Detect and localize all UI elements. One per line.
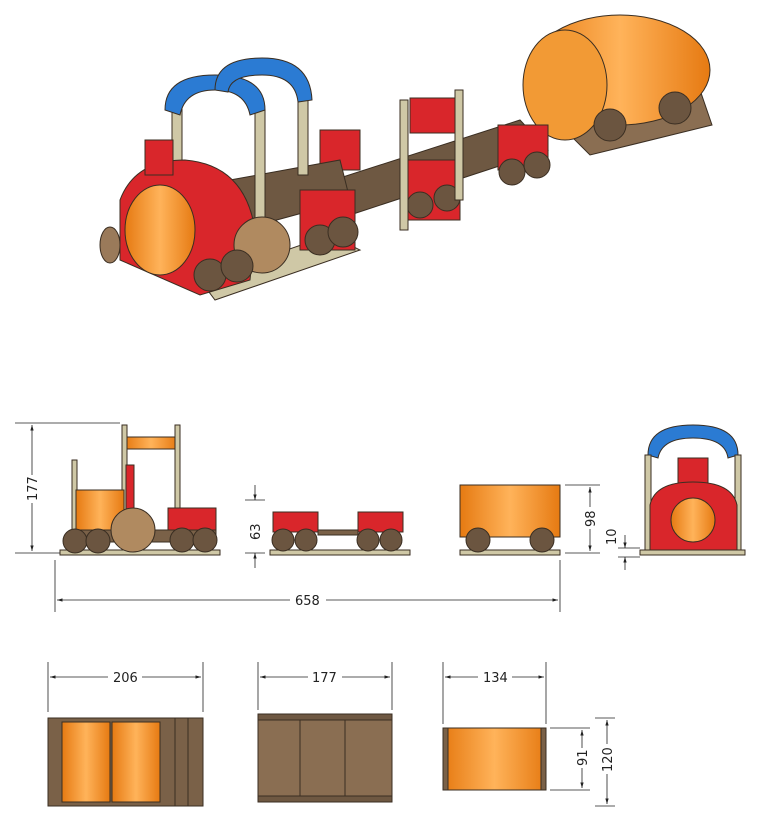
- plan-views: [47, 713, 547, 807]
- dimension-overall-width: 120: [595, 717, 617, 807]
- isometric-view: [99, 14, 713, 301]
- side-tender: [459, 484, 561, 556]
- dim-label-658: 658: [295, 594, 320, 609]
- plan-tender: [442, 727, 547, 791]
- iso-locomotive: [99, 57, 362, 301]
- dim-label-206: 206: [113, 671, 138, 686]
- iso-tender: [522, 14, 713, 156]
- plan-wagon: [257, 713, 393, 803]
- side-elevation: [59, 424, 746, 556]
- dimension-wagon-length: 177: [257, 662, 393, 710]
- front-view: [639, 424, 746, 556]
- dimension-loco-length: 206: [47, 662, 204, 712]
- dimension-tender-length: 134: [442, 662, 547, 724]
- iso-wagon: [317, 89, 551, 231]
- dimension-drum-width: 91: [550, 727, 592, 791]
- side-wagon: [269, 511, 411, 556]
- dim-label-134: 134: [483, 671, 508, 686]
- dim-label-98: 98: [584, 510, 599, 527]
- dim-label-10: 10: [605, 528, 620, 545]
- dimension-wagon-height: 63: [245, 485, 265, 568]
- dim-label-120: 120: [601, 747, 616, 772]
- plan-locomotive: [47, 717, 204, 807]
- side-locomotive: [59, 424, 221, 556]
- dimension-ground-clearance: 10: [605, 528, 640, 570]
- dim-label-177-height: 177: [26, 476, 41, 501]
- dimension-overall-height: 177: [15, 422, 120, 554]
- dim-label-63: 63: [249, 523, 264, 540]
- dimension-overall-length: 658: [54, 560, 561, 612]
- dim-label-177-length: 177: [312, 671, 337, 686]
- dim-label-91: 91: [576, 749, 591, 766]
- dimension-tender-height: 98: [565, 484, 600, 554]
